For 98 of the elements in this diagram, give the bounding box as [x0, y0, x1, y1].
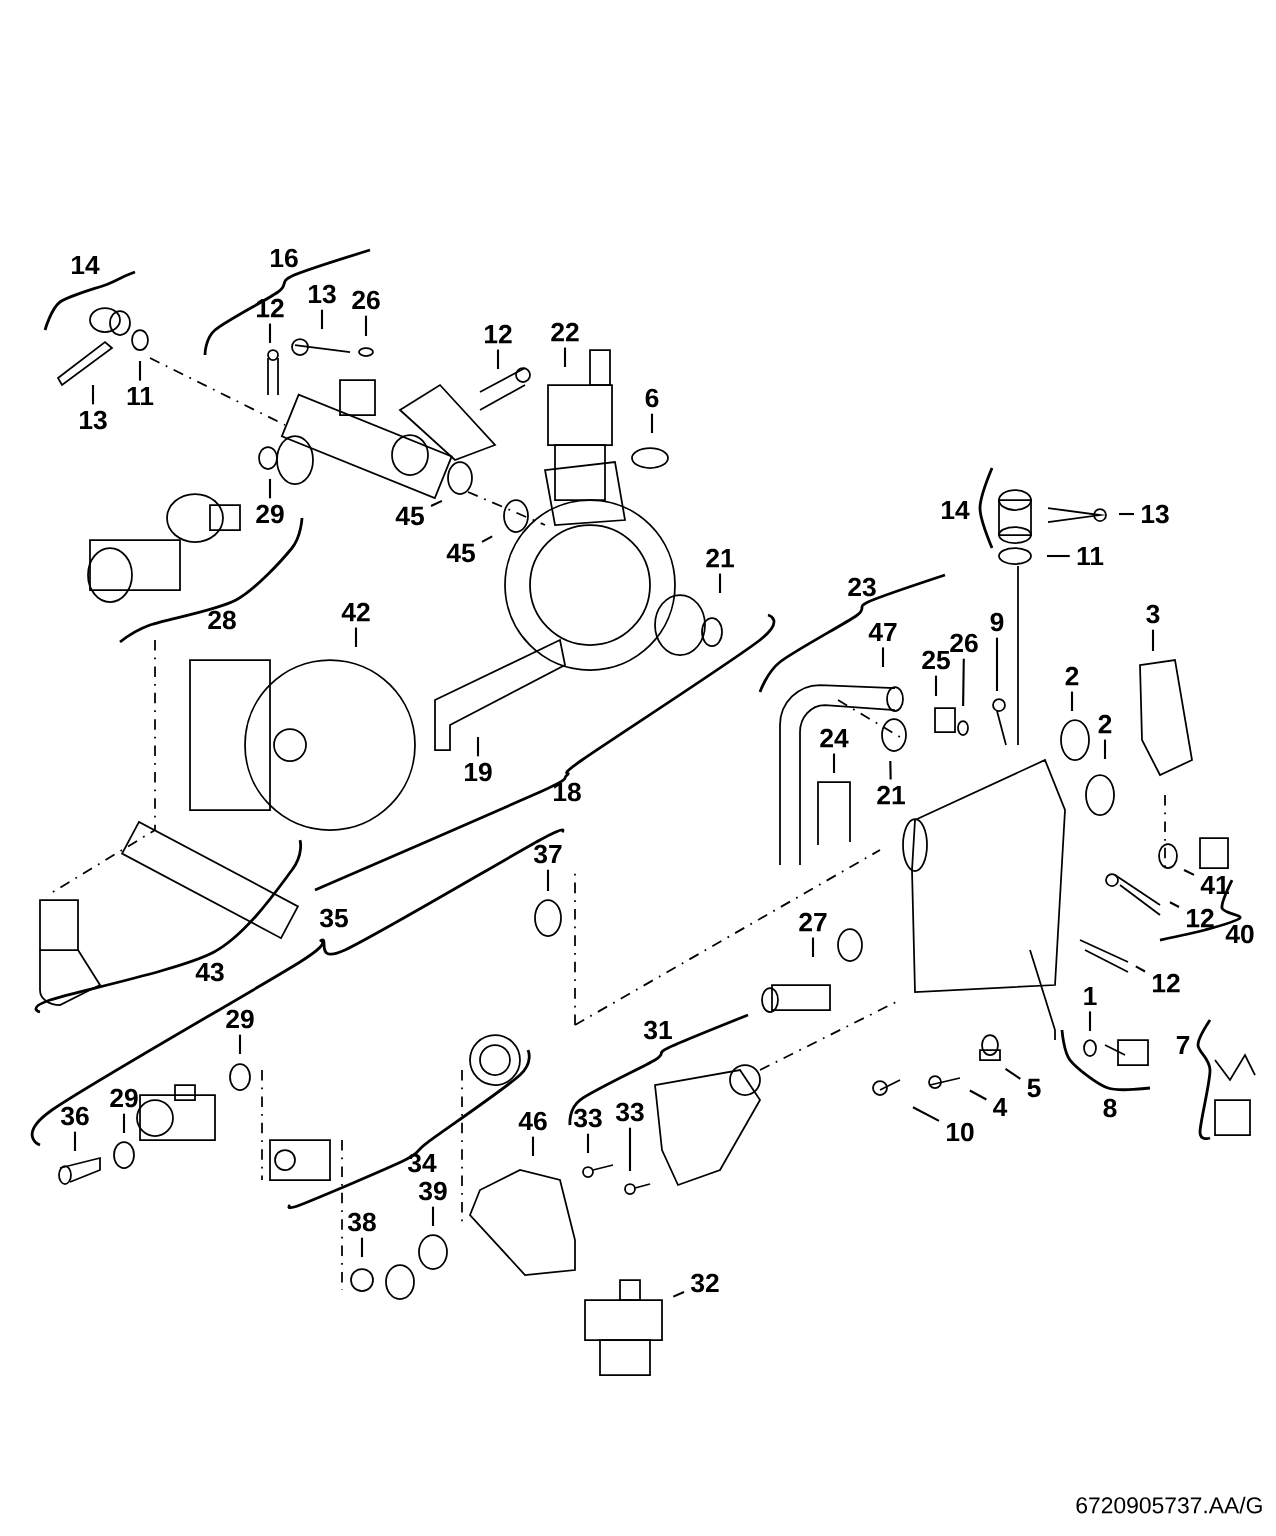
callout-number: 33 [573, 1108, 602, 1128]
callout-number: 1 [1084, 986, 1097, 1006]
callout-number: 38 [347, 1212, 376, 1232]
leader-line [476, 737, 480, 757]
callout-number: 22 [551, 322, 579, 342]
callout-number: 35 [319, 908, 348, 928]
leader-line [122, 1113, 126, 1133]
leader-line [1169, 901, 1180, 908]
leader-line [934, 675, 938, 696]
callout-number: 26 [352, 290, 380, 310]
leader-line [832, 753, 836, 773]
callout-number: 21 [877, 785, 905, 805]
leader-line [1151, 629, 1155, 651]
callout-number: 7 [1176, 1035, 1190, 1055]
leader-line [811, 937, 815, 957]
callout-number: 45 [446, 543, 475, 563]
leader-line [969, 1089, 987, 1101]
leader-line [138, 361, 142, 381]
leader-line [881, 647, 885, 667]
leader-line [238, 1034, 242, 1054]
callout-number: 47 [868, 622, 897, 642]
callout-number: 12 [485, 324, 512, 344]
callout-number: 14 [942, 500, 970, 520]
leader-line [1088, 1011, 1092, 1031]
callout-number: 2 [1065, 666, 1079, 686]
leader-line [1070, 691, 1074, 711]
callout-number: 18 [554, 782, 581, 802]
callout-number: 29 [110, 1088, 138, 1108]
callout-number: 43 [195, 962, 224, 982]
leader-line [1119, 512, 1134, 516]
callout-number: 3 [1146, 604, 1160, 624]
callout-number: 13 [309, 284, 336, 304]
callout-number: 27 [799, 912, 827, 932]
callout-number: 39 [418, 1181, 447, 1201]
callout-number: 5 [1027, 1078, 1041, 1098]
callout-number: 40 [1225, 924, 1254, 944]
callout-number: 32 [690, 1273, 719, 1293]
leader-line [546, 869, 550, 891]
callout-number: 45 [395, 506, 424, 526]
leader-line [672, 1291, 685, 1298]
leader-line [718, 573, 722, 593]
leader-line [889, 761, 892, 780]
leader-line [531, 1136, 535, 1156]
callout-number: 9 [990, 612, 1004, 632]
callout-number: 33 [615, 1102, 644, 1122]
drawing-number: 6720905737.AA/G [1076, 1496, 1262, 1514]
leader-line [360, 1237, 364, 1257]
leader-line [1183, 869, 1195, 876]
leader-line [1135, 965, 1146, 973]
leader-line [563, 347, 567, 367]
leader-line [73, 1131, 77, 1151]
leader-line [912, 1106, 940, 1122]
callout-number: 10 [947, 1122, 974, 1142]
callout-number: 8 [1103, 1098, 1117, 1118]
leader-line [1004, 1068, 1021, 1080]
callout-number: 19 [465, 762, 492, 782]
leader-line [320, 309, 324, 329]
callout-number: 12 [1153, 973, 1180, 993]
callout-number: 31 [643, 1020, 672, 1040]
leader-line [481, 535, 493, 543]
callout-number: 26 [950, 633, 978, 653]
leader-line [354, 627, 358, 647]
callout-number: 2 [1098, 714, 1112, 734]
callout-number: 11 [1077, 546, 1104, 566]
callout-number: 41 [1200, 875, 1229, 895]
leader-line [496, 349, 500, 369]
callout-number: 13 [1142, 504, 1169, 524]
callout-number: 42 [341, 602, 370, 622]
leader-line [431, 1206, 435, 1226]
leader-line [430, 499, 443, 508]
callout-number: 37 [533, 844, 562, 864]
leader-line [1103, 739, 1107, 759]
leader-line [995, 637, 999, 691]
callout-number: 14 [72, 255, 100, 275]
callout-number: 12 [1187, 908, 1214, 928]
leader-line [91, 385, 95, 405]
callout-number: 16 [271, 248, 298, 268]
leader-line [628, 1127, 632, 1171]
callout-number: 29 [226, 1009, 254, 1029]
callout-number: 21 [706, 548, 734, 568]
callout-number: 6 [645, 388, 659, 408]
leader-line [364, 315, 368, 336]
callout-number: 29 [256, 504, 284, 524]
callout-number: 4 [993, 1097, 1008, 1117]
callout-number: 25 [922, 650, 950, 670]
leader-line [962, 658, 965, 707]
leader-line [1047, 554, 1070, 558]
callout-number: 36 [60, 1106, 89, 1126]
callout-number: 13 [80, 410, 107, 430]
leader-line [268, 479, 272, 499]
callout-number: 24 [820, 728, 849, 748]
leader-line [586, 1133, 590, 1153]
callout-number: 11 [127, 386, 154, 406]
leader-line [268, 323, 272, 343]
callout-number: 46 [518, 1111, 547, 1131]
leader-line [650, 413, 654, 433]
callout-number: 23 [848, 577, 876, 597]
callout-number: 28 [208, 610, 236, 630]
